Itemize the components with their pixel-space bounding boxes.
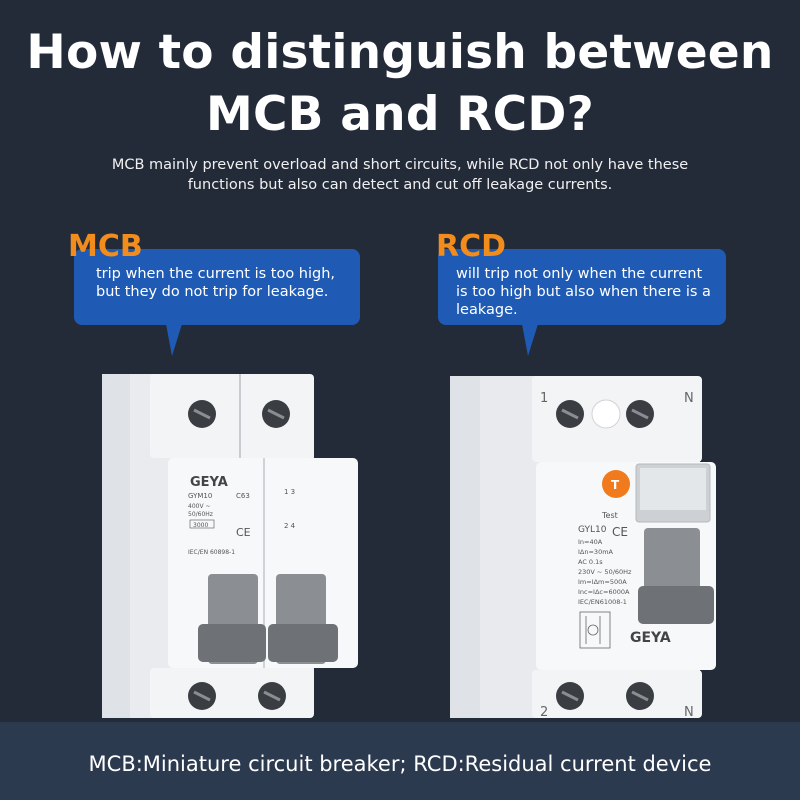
subtitle-line-2: functions but also can detect and cut of… bbox=[187, 177, 613, 193]
rcd-blank-port-icon bbox=[591, 399, 621, 429]
mcb-device: GEYA GYM10 C63 400V ~ 50/60Hz 3000 CE IE… bbox=[102, 374, 358, 718]
mcb-label: MCB bbox=[68, 229, 143, 264]
mcb-screw-2-slot bbox=[267, 408, 285, 420]
mcb-rating: C63 bbox=[236, 492, 250, 500]
footer-bar bbox=[0, 722, 800, 800]
rcd-screw-2-slot bbox=[631, 408, 649, 420]
mcb-callout-line-1: trip when the current is too high, bbox=[96, 266, 336, 282]
mcb-screw-3-slot bbox=[193, 690, 211, 702]
mcb-terminal-bottom: 2 4 bbox=[284, 522, 296, 530]
rcd-in: In=40A bbox=[578, 538, 603, 546]
mcb-ce-mark: CE bbox=[236, 526, 251, 539]
rcd-test-label: Test bbox=[601, 511, 618, 520]
mcb-screw-4-slot bbox=[263, 690, 281, 702]
rcd-screw-1-slot bbox=[561, 408, 579, 420]
mcb-side bbox=[102, 374, 130, 718]
rcd-type: AC 0.1s bbox=[578, 558, 603, 566]
rcd-window-glass bbox=[640, 468, 706, 510]
rcd-voltage: 230V ~ 50/60Hz bbox=[578, 568, 632, 576]
rcd-callout-line-1: will trip not only when the current bbox=[456, 266, 703, 282]
rcd-test-button-label: T bbox=[611, 478, 620, 492]
page-subtitle: MCB mainly prevent overload and short ci… bbox=[90, 155, 710, 195]
rcd-im: Im=IΔm=500A bbox=[578, 578, 627, 586]
mcb-toggle-1 bbox=[198, 624, 266, 662]
mcb-bottom-block bbox=[150, 668, 314, 718]
rcd-terminal-bottom-left: 2 bbox=[540, 705, 548, 720]
subtitle-line-1: MCB mainly prevent overload and short ci… bbox=[111, 157, 689, 173]
rcd-callout-line-2: is too high but also when there is a bbox=[456, 284, 711, 300]
mcb-top-block bbox=[150, 374, 314, 458]
rcd-screw-4-slot bbox=[631, 690, 649, 702]
mcb-brand: GEYA bbox=[190, 475, 228, 490]
rcd-terminal-top-left: 1 bbox=[540, 391, 548, 406]
rcd-label: RCD bbox=[436, 229, 507, 264]
rcd-callout-tail bbox=[522, 324, 538, 356]
mcb-callout-line-2: but they do not trip for leakage. bbox=[96, 284, 329, 300]
title-line-1: How to distinguish between bbox=[26, 25, 774, 80]
mcb-freq: 50/60Hz bbox=[188, 511, 213, 518]
rcd-callout-line-3: leakage. bbox=[456, 302, 518, 318]
rcd-side bbox=[450, 376, 480, 718]
rcd-inc: Inc=IΔc=6000A bbox=[578, 588, 630, 596]
rcd-terminal-bottom-right: N bbox=[684, 705, 694, 720]
mcb-callout: trip when the current is too high, but t… bbox=[74, 249, 360, 356]
mcb-standard: IEC/EN 60898-1 bbox=[188, 549, 235, 556]
rcd-model: GYL10 bbox=[578, 525, 607, 535]
mcb-callout-tail bbox=[166, 324, 182, 356]
rcd-ce-mark: CE bbox=[612, 525, 628, 539]
mcb-toggle-2 bbox=[268, 624, 338, 662]
rcd-terminal-top-right: N bbox=[684, 391, 694, 406]
rcd-screw-3-slot bbox=[561, 690, 579, 702]
mcb-model: GYM10 bbox=[188, 492, 212, 500]
mcb-capacity: 3000 bbox=[193, 522, 208, 529]
mcb-terminal-top: 1 3 bbox=[284, 488, 295, 496]
mcb-voltage: 400V ~ bbox=[188, 503, 211, 510]
rcd-toggle bbox=[638, 586, 714, 624]
footer-text: MCB:Miniature circuit breaker; RCD:Resid… bbox=[88, 752, 712, 776]
rcd-callout: will trip not only when the current is t… bbox=[438, 249, 726, 356]
rcd-standard: IEC/EN61008-1 bbox=[578, 598, 627, 606]
rcd-circuit-diagram-icon bbox=[579, 611, 611, 649]
page-title: How to distinguish between MCB and RCD? bbox=[0, 22, 800, 146]
rcd-device: 1 N T Test GYL10 CE In=40A IΔn=30mA AC 0… bbox=[450, 376, 716, 720]
mcb-capacity-box bbox=[189, 519, 215, 529]
rcd-test-button bbox=[602, 470, 630, 498]
title-line-2: MCB and RCD? bbox=[206, 87, 594, 142]
mcb-screw-1-slot bbox=[193, 408, 211, 420]
rcd-idn: IΔn=30mA bbox=[578, 548, 614, 556]
rcd-brand: GEYA bbox=[630, 630, 671, 646]
